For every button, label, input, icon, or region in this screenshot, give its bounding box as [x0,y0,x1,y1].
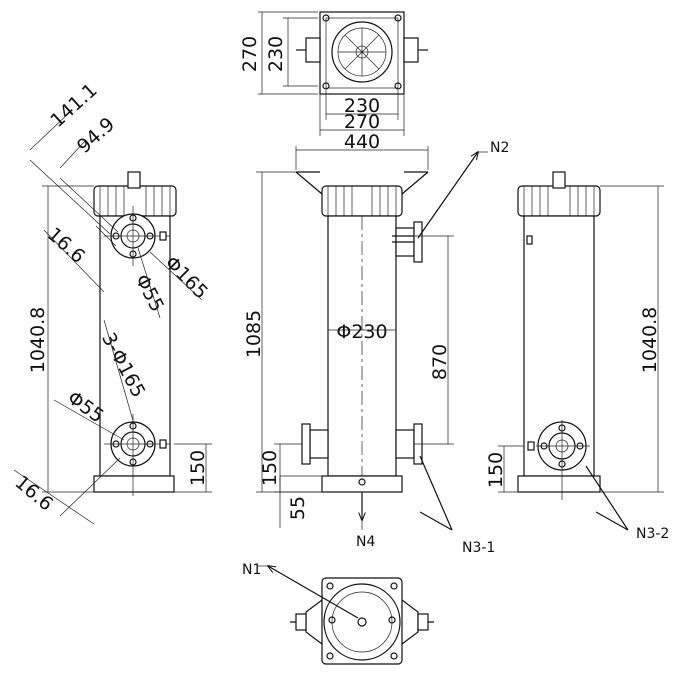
right-view: 1040.8 150 N3-2 [485,171,669,542]
dim-top-270-v: 270 [239,36,261,72]
dim-mid-150: 150 [259,450,281,486]
bottom-view: N1 [242,562,434,665]
label-n3-2: N3-2 [636,526,669,542]
dim-mid-phi230: Φ230 [336,321,387,343]
dim-top-230-v: 230 [265,36,287,72]
dim-top-230-h: 230 [344,95,380,117]
dim-left-166-top: 16.6 [43,223,89,268]
top-view: 270 230 230 270 [239,11,428,136]
middle-view: 440 1085 Φ230 870 150 55 N4 N2 N3-1 [243,131,509,556]
dim-right-150: 150 [485,452,507,488]
label-n4: N4 [356,534,375,550]
dim-left-94: 94.9 [73,113,119,158]
dim-left-150: 150 [187,450,209,486]
dim-left-166-bot: 16.6 [11,471,58,515]
dim-mid-55: 55 [287,496,309,520]
left-view: 1040.8 150 141.1 94.9 16.6 Φ165 Φ55 3-Φ1… [11,79,212,525]
label-n3-1: N3-1 [462,540,495,556]
dim-mid-440: 440 [344,131,380,153]
dim-top-270-h: 270 [344,111,380,133]
dim-left-1040: 1040.8 [27,307,49,373]
dim-right-1040: 1040.8 [639,307,661,373]
label-n2: N2 [490,140,509,156]
dim-mid-870: 870 [429,344,451,380]
label-n1: N1 [242,562,261,578]
dim-mid-1085: 1085 [243,310,265,358]
